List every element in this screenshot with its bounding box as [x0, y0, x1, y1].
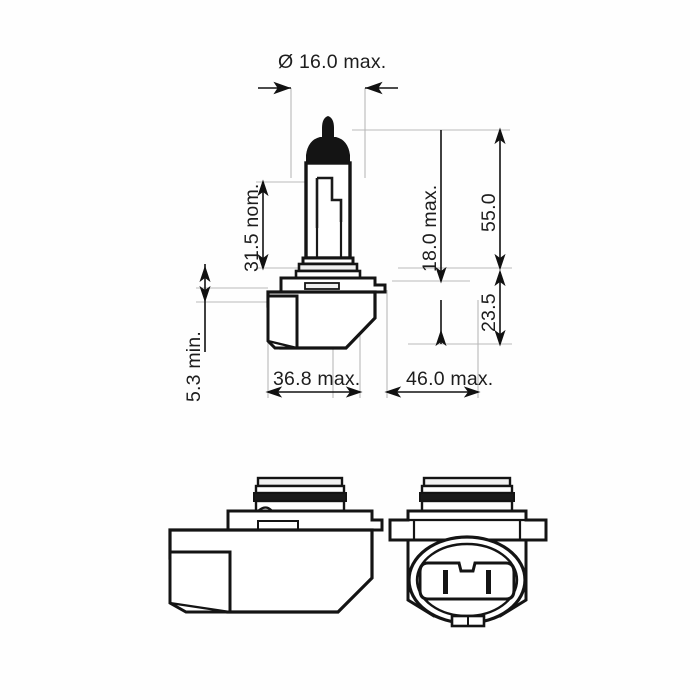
dim-label-5-3: 5.3 min.: [183, 331, 205, 402]
dimension-18-0: [435, 130, 447, 347]
dimension-46-0: [384, 386, 481, 398]
bulb-assembly: [266, 116, 387, 350]
dim-label-31-5: 31.5 nom.: [241, 183, 263, 272]
dim-label-23-5: 23.5: [478, 293, 500, 332]
view-base-side: [168, 476, 384, 614]
dim-label-diameter-top: Ø 16.0 max.: [278, 51, 386, 73]
filament: [315, 176, 343, 228]
dimension-23-5: [494, 269, 506, 347]
dimension-31-5: [257, 179, 269, 271]
dimension-55-0: [494, 127, 506, 271]
dim-label-36-8: 36.8 max.: [273, 368, 360, 390]
view-base-front: [388, 476, 548, 628]
dim-label-18-0: 18.0 max.: [419, 185, 441, 272]
dimension-36-8: [265, 386, 363, 398]
dim-label-46-0: 46.0 max.: [406, 368, 493, 390]
dimension-5-3: [199, 264, 211, 352]
terminal-blade-right: [486, 570, 491, 594]
terminal-blade-left: [443, 570, 448, 594]
dim-label-55-0: 55.0: [478, 193, 500, 232]
